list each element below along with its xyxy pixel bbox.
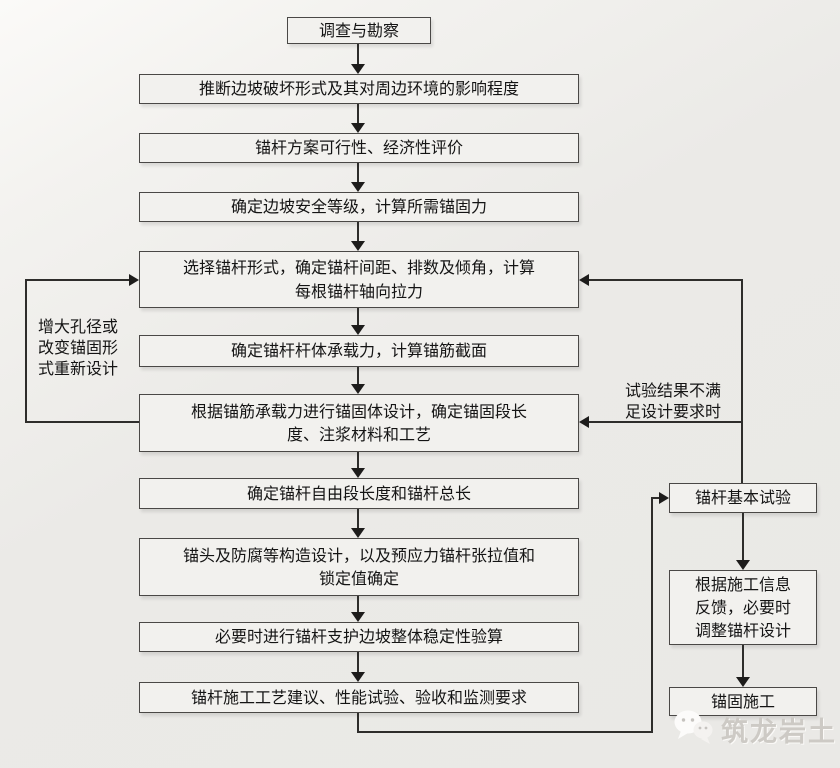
step-adjust-design-by-feedback: 根据施工信息 反馈，必要时 调整锚杆设计 [669,570,817,645]
step-construction-process-requirements: 锚杆施工工艺建议、性能试验、验收和监测要求 [139,682,579,713]
connector-line [357,44,359,65]
step-basic-anchor-test: 锚杆基本试验 [669,483,817,513]
arrow-down-icon [351,384,365,394]
arrow-left-icon [579,274,589,286]
arrow-down-icon [351,64,365,74]
arrow-right-icon [659,492,669,504]
watermark-text: 筑龙岩土 [721,716,837,748]
step-overall-stability-check: 必要时进行锚杆支护边坡整体稳定性验算 [139,622,579,652]
note-test-result-unsatisfied: 试验结果不满 足设计要求时 [624,381,721,421]
wechat-chat-bubbles-icon [672,708,716,750]
feedback-line-left [25,279,131,281]
arrow-down-icon [351,241,365,251]
connector-line [357,652,359,673]
arrow-down-icon [351,468,365,478]
arrow-down-icon [351,528,365,538]
arrow-down-icon [351,182,365,192]
arrow-down-icon [351,672,365,682]
arrow-down-icon [736,560,750,570]
watermark: 筑龙岩土 [672,708,837,750]
feedback-line-right [741,279,743,483]
connector-line [357,222,359,242]
step-infer-failure-mode: 推断边坡破坏形式及其对周边环境的影响程度 [139,74,579,104]
connector-line [357,596,359,613]
step-rod-bearing-capacity: 确定锚杆杆体承载力，计算锚筋截面 [139,335,579,367]
connector-line [357,163,359,183]
arrow-down-icon [351,612,365,622]
connector-line [742,645,744,678]
connector-line [357,367,359,385]
connector-line [357,731,653,733]
connector-line [357,452,359,469]
feedback-line-left [25,421,139,423]
note-redesign-larger-hole: 增大孔径或 改变锚固形 式重新设计 [37,317,118,378]
feedback-line-right [588,279,743,281]
step-safety-grade-anchor-force: 确定边坡安全等级，计算所需锚固力 [139,192,579,222]
connector-line [651,497,661,499]
connector-line [742,513,744,561]
connector-line [357,509,359,529]
step-select-anchor-form: 选择锚杆形式，确定锚杆间距、排数及倾角，计算 每根锚杆轴向拉力 [139,251,579,308]
connector-line [357,104,359,124]
feedback-line-left [25,280,27,423]
arrow-down-icon [351,123,365,133]
feedback-line-right [588,421,743,423]
step-feasibility-economy-evaluation: 锚杆方案可行性、经济性评价 [139,133,579,163]
step-anchorage-construction: 锚固施工 [669,687,817,716]
arrow-down-icon [736,677,750,687]
connector-line [651,497,653,733]
step-investigation-survey: 调查与勘察 [287,17,431,44]
step-anchor-head-anticorrosion-design: 锚头及防腐等构造设计，以及预应力锚杆张拉值和 锁定值确定 [139,538,579,596]
arrow-right-icon [129,274,139,286]
connector-line [357,308,359,326]
step-free-length-total-length: 确定锚杆自由段长度和锚杆总长 [139,478,579,509]
arrow-down-icon [351,325,365,335]
arrow-left-icon [579,416,589,428]
connector-line [357,713,359,733]
step-anchorage-body-design: 根据锚筋承载力进行锚固体设计，确定锚固段长 度、注浆材料和工艺 [139,394,579,452]
